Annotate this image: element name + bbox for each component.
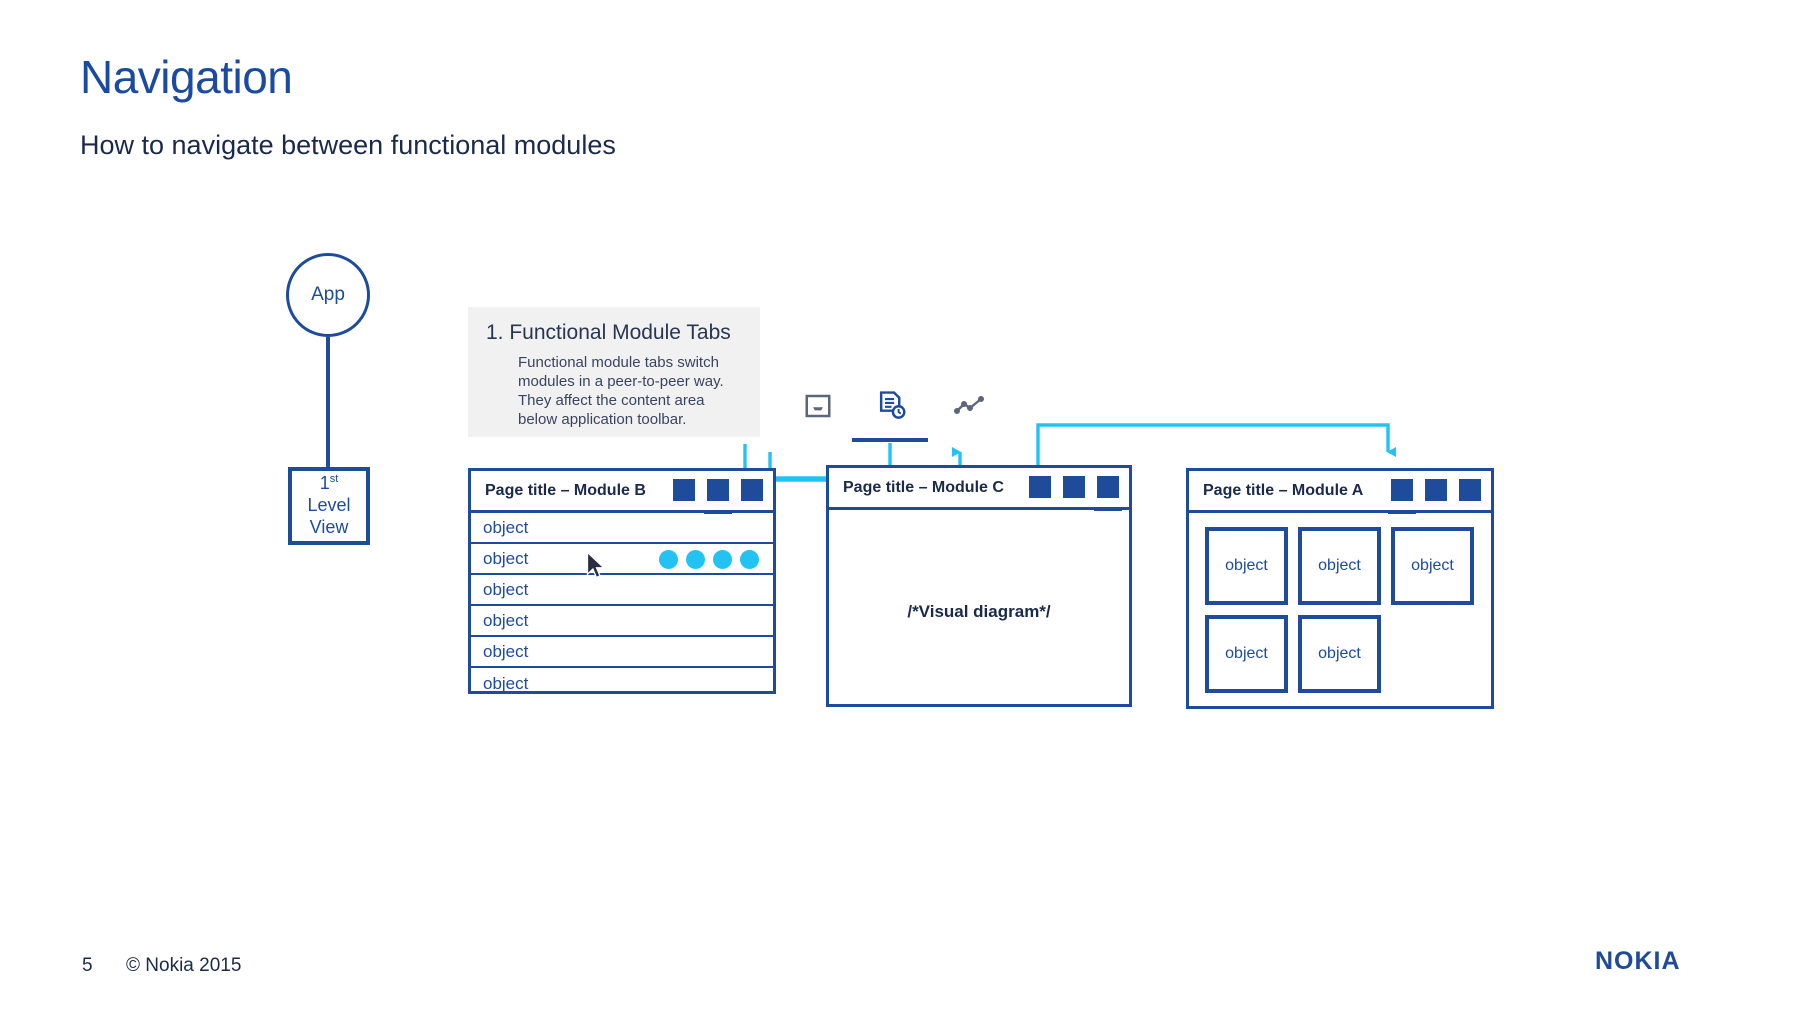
level-ordinal: 1st	[319, 473, 339, 494]
module-tab-square-3[interactable]	[741, 479, 763, 501]
status-dot	[713, 550, 732, 569]
object-card-label: object	[1225, 557, 1268, 574]
window-module-b[interactable]: Page title – Module B object object	[468, 468, 776, 694]
object-card[interactable]: object	[1205, 527, 1288, 605]
module-tab-square-2[interactable]	[704, 479, 732, 514]
status-dot	[686, 550, 705, 569]
level-line3: View	[309, 516, 349, 537]
module-tab-square-3[interactable]	[1459, 479, 1481, 501]
callout-title: 1. Functional Module Tabs	[486, 321, 731, 344]
page-number: 5	[82, 955, 93, 976]
object-card[interactable]: object	[1298, 527, 1381, 605]
inbox-tray-icon	[803, 391, 833, 426]
hierarchy-connector-line	[326, 337, 330, 469]
list-item[interactable]: object	[471, 575, 773, 606]
window-titlebar: Page title – Module B	[471, 471, 773, 514]
canvas-caption: /*Visual diagram*/	[907, 602, 1051, 621]
object-list: object object object object object	[471, 513, 773, 699]
window-title: Page title – Module C	[843, 478, 1004, 496]
status-dot	[740, 550, 759, 569]
module-tab-squares	[673, 479, 763, 514]
document-clock-icon	[876, 390, 907, 426]
window-titlebar: Page title – Module A	[1189, 471, 1491, 514]
list-item[interactable]: object	[471, 513, 773, 544]
list-item-label: object	[483, 641, 529, 661]
trend-line-icon	[954, 393, 986, 424]
list-item[interactable]: object	[471, 637, 773, 668]
module-tab-square-2[interactable]	[1063, 476, 1085, 498]
list-item-label: object	[483, 579, 529, 599]
canvas-area: /*Visual diagram*/	[829, 510, 1129, 746]
list-item-label: object	[483, 610, 529, 630]
list-item-label: object	[483, 673, 529, 693]
app-node-label: App	[311, 284, 345, 305]
module-tab-square-2[interactable]	[1425, 479, 1447, 501]
svg-text:NOKIA: NOKIA	[1595, 948, 1681, 974]
status-dot	[659, 550, 678, 569]
object-card-label: object	[1318, 557, 1361, 574]
list-item[interactable]: object	[471, 668, 773, 699]
tab-inbox[interactable]	[795, 385, 841, 431]
object-card-label: object	[1225, 645, 1268, 662]
list-item-label: object	[483, 548, 529, 568]
card-area: object object object object object	[1189, 513, 1491, 693]
app-node: App	[286, 253, 370, 337]
page-title: Navigation	[80, 51, 293, 103]
object-card[interactable]: object	[1391, 527, 1474, 605]
card-grid: object object object object object	[1205, 527, 1501, 693]
module-tab-square-1[interactable]	[1388, 479, 1416, 514]
window-module-a[interactable]: Page title – Module A object object obje…	[1186, 468, 1494, 709]
module-tab-squares	[1029, 476, 1122, 511]
tab-document[interactable]	[868, 385, 914, 431]
level-line2: Level	[307, 495, 351, 516]
mouse-cursor	[586, 551, 606, 579]
nokia-logo: NOKIA	[1595, 948, 1681, 974]
application-toolbar	[795, 385, 1025, 440]
object-card-label: object	[1318, 645, 1361, 662]
copyright-text: © Nokia 2015	[126, 955, 242, 976]
status-dots	[659, 550, 759, 569]
page-subtitle: How to navigate between functional modul…	[80, 130, 616, 160]
object-card[interactable]: object	[1205, 615, 1288, 693]
list-item[interactable]: object	[471, 606, 773, 637]
tab-trend[interactable]	[947, 385, 993, 431]
window-title: Page title – Module B	[485, 481, 646, 499]
module-tab-square-1[interactable]	[673, 479, 695, 501]
window-module-c[interactable]: Page title – Module C /*Visual diagram*/	[826, 465, 1132, 707]
list-item[interactable]: object	[471, 544, 773, 575]
callout-body: Functional module tabs switch modules in…	[518, 354, 724, 429]
object-card[interactable]: object	[1298, 615, 1381, 693]
list-item-label: object	[483, 517, 529, 537]
callout-box: 1. Functional Module Tabs Functional mod…	[468, 307, 760, 437]
window-title: Page title – Module A	[1203, 481, 1364, 499]
level-view-node: 1st Level View	[288, 467, 370, 545]
module-tab-square-1[interactable]	[1029, 476, 1051, 498]
window-titlebar: Page title – Module C	[829, 468, 1129, 511]
active-tab-underline	[852, 438, 928, 442]
object-card-label: object	[1411, 557, 1454, 574]
module-tab-square-3[interactable]	[1094, 476, 1122, 511]
module-tab-squares	[1388, 479, 1481, 514]
